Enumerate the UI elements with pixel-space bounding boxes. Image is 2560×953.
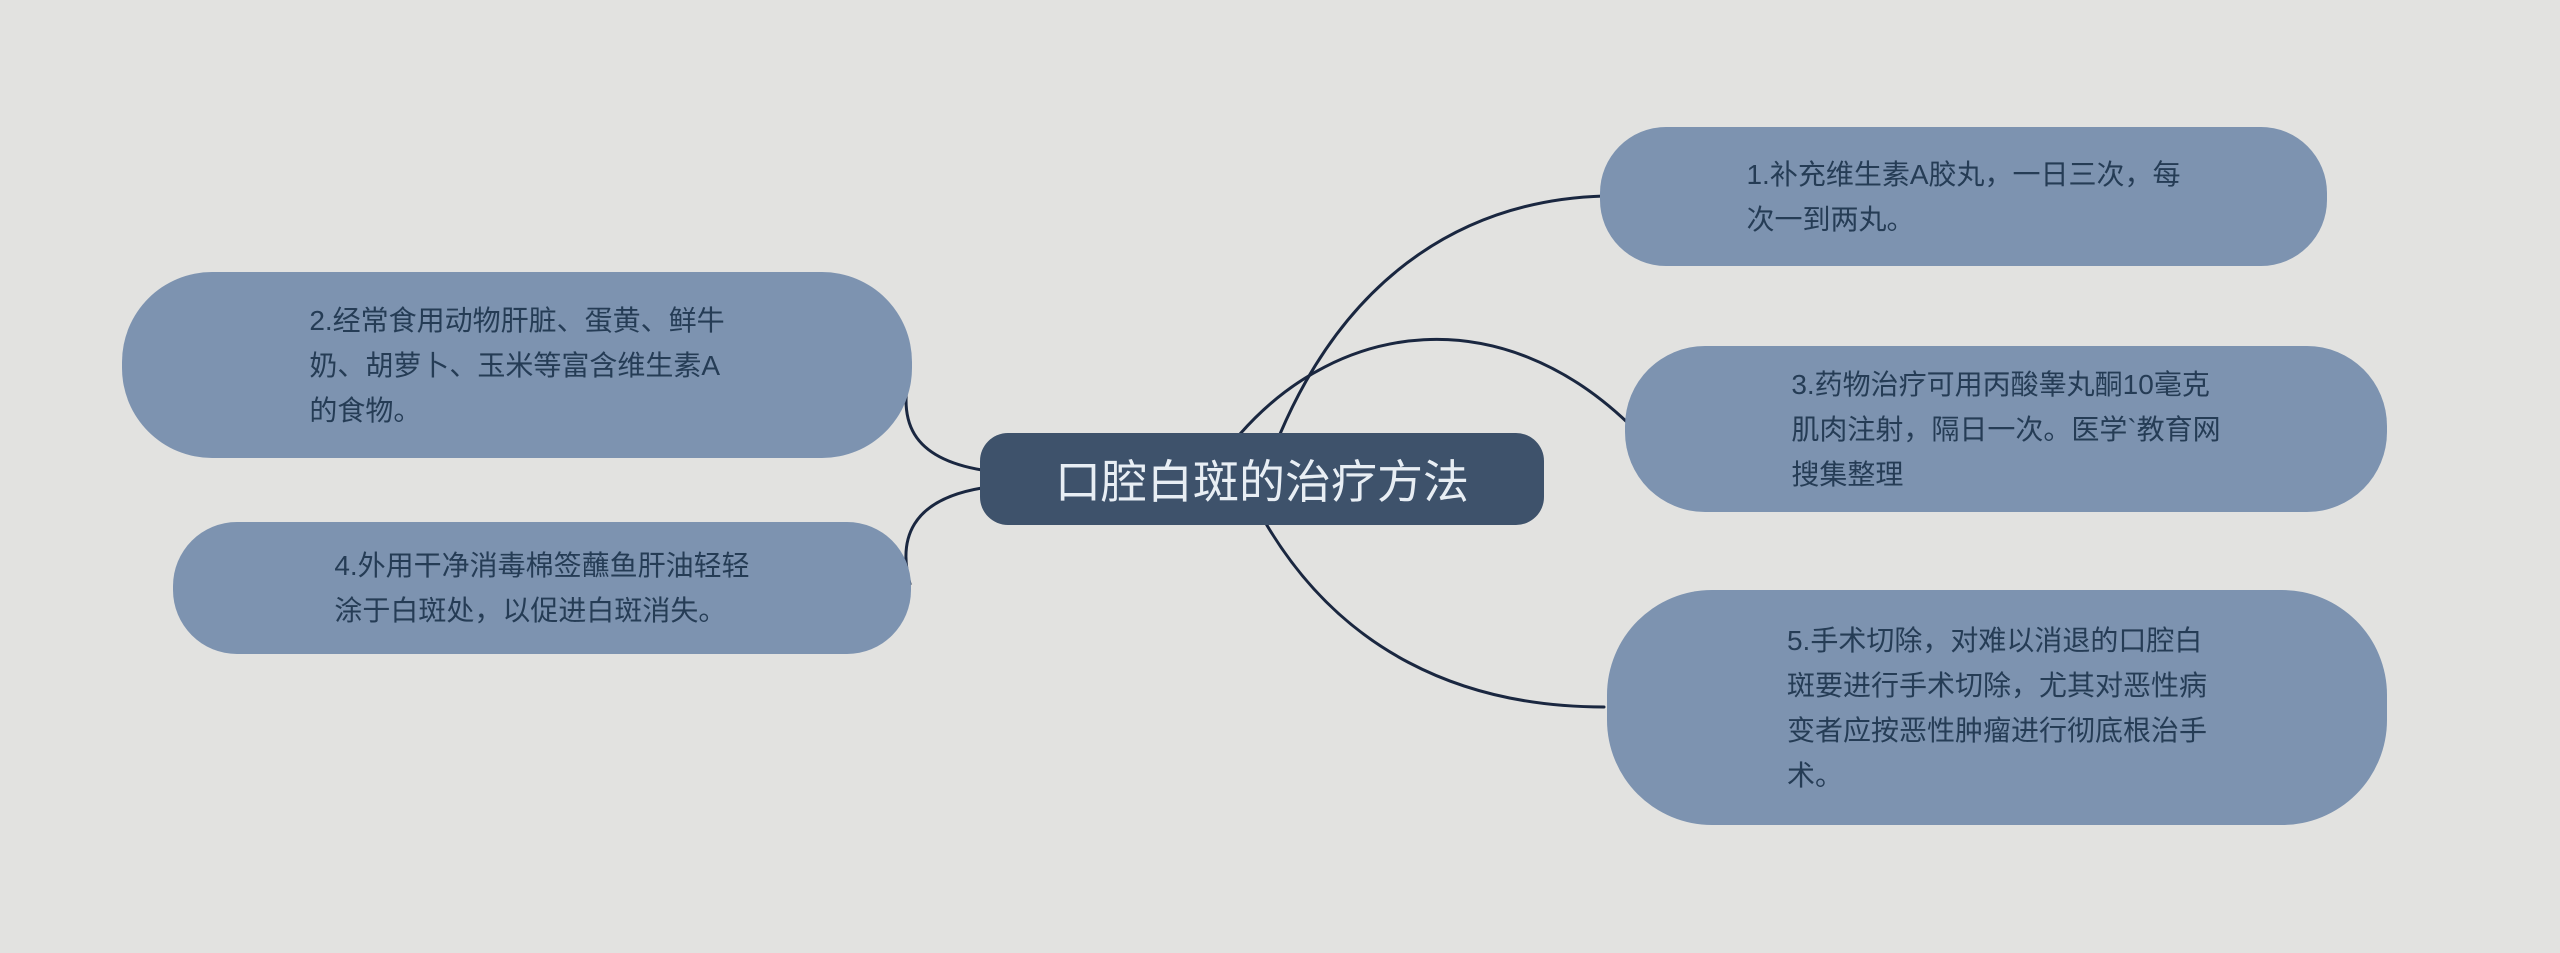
connector-branch-3 (1238, 337, 1631, 436)
branch-node-5[interactable]: 5.手术切除，对难以消退的口腔白 斑要进行手术切除，尤其对恶性病 变者应按恶性肿… (1607, 590, 2387, 825)
connector-branch-5 (1263, 520, 1606, 709)
branch-node-4-label: 4.外用干净消毒棉签蘸鱼肝油轻轻 涂于白斑处，以促进白斑消失。 (334, 550, 750, 626)
branch-node-2[interactable]: 2.经常食用动物肝脏、蛋黄、鲜牛 奶、胡萝卜、玉米等富含维生素A 的食物。 (122, 272, 912, 458)
connector-branch-1 (1278, 194, 1606, 436)
branch-node-1[interactable]: 1.补充维生素A胶丸，一日三次，每 次一到两丸。 (1600, 127, 2327, 266)
branch-node-3-label: 3.药物治疗可用丙酸睾丸酮10毫克 肌肉注射，隔日一次。医学`教育网 搜集整理 (1791, 368, 2221, 490)
branch-node-2-label: 2.经常食用动物肝脏、蛋黄、鲜牛 奶、胡萝卜、玉米等富含维生素A 的食物。 (309, 304, 725, 426)
connector-branch-4 (904, 486, 984, 586)
center-node[interactable]: 口腔白斑的治疗方法 (980, 433, 1544, 525)
branch-node-5-label: 5.手术切除，对难以消退的口腔白 斑要进行手术切除，尤其对恶性病 变者应按恶性肿… (1786, 624, 2207, 791)
connector-branch-2 (904, 368, 984, 472)
center-node-label: 口腔白斑的治疗方法 (1055, 456, 1469, 508)
branch-node-3[interactable]: 3.药物治疗可用丙酸睾丸酮10毫克 肌肉注射，隔日一次。医学`教育网 搜集整理 (1625, 346, 2387, 512)
branch-node-4[interactable]: 4.外用干净消毒棉签蘸鱼肝油轻轻 涂于白斑处，以促进白斑消失。 (173, 522, 911, 654)
branch-node-1-label: 1.补充维生素A胶丸，一日三次，每 次一到两丸。 (1746, 158, 2181, 235)
